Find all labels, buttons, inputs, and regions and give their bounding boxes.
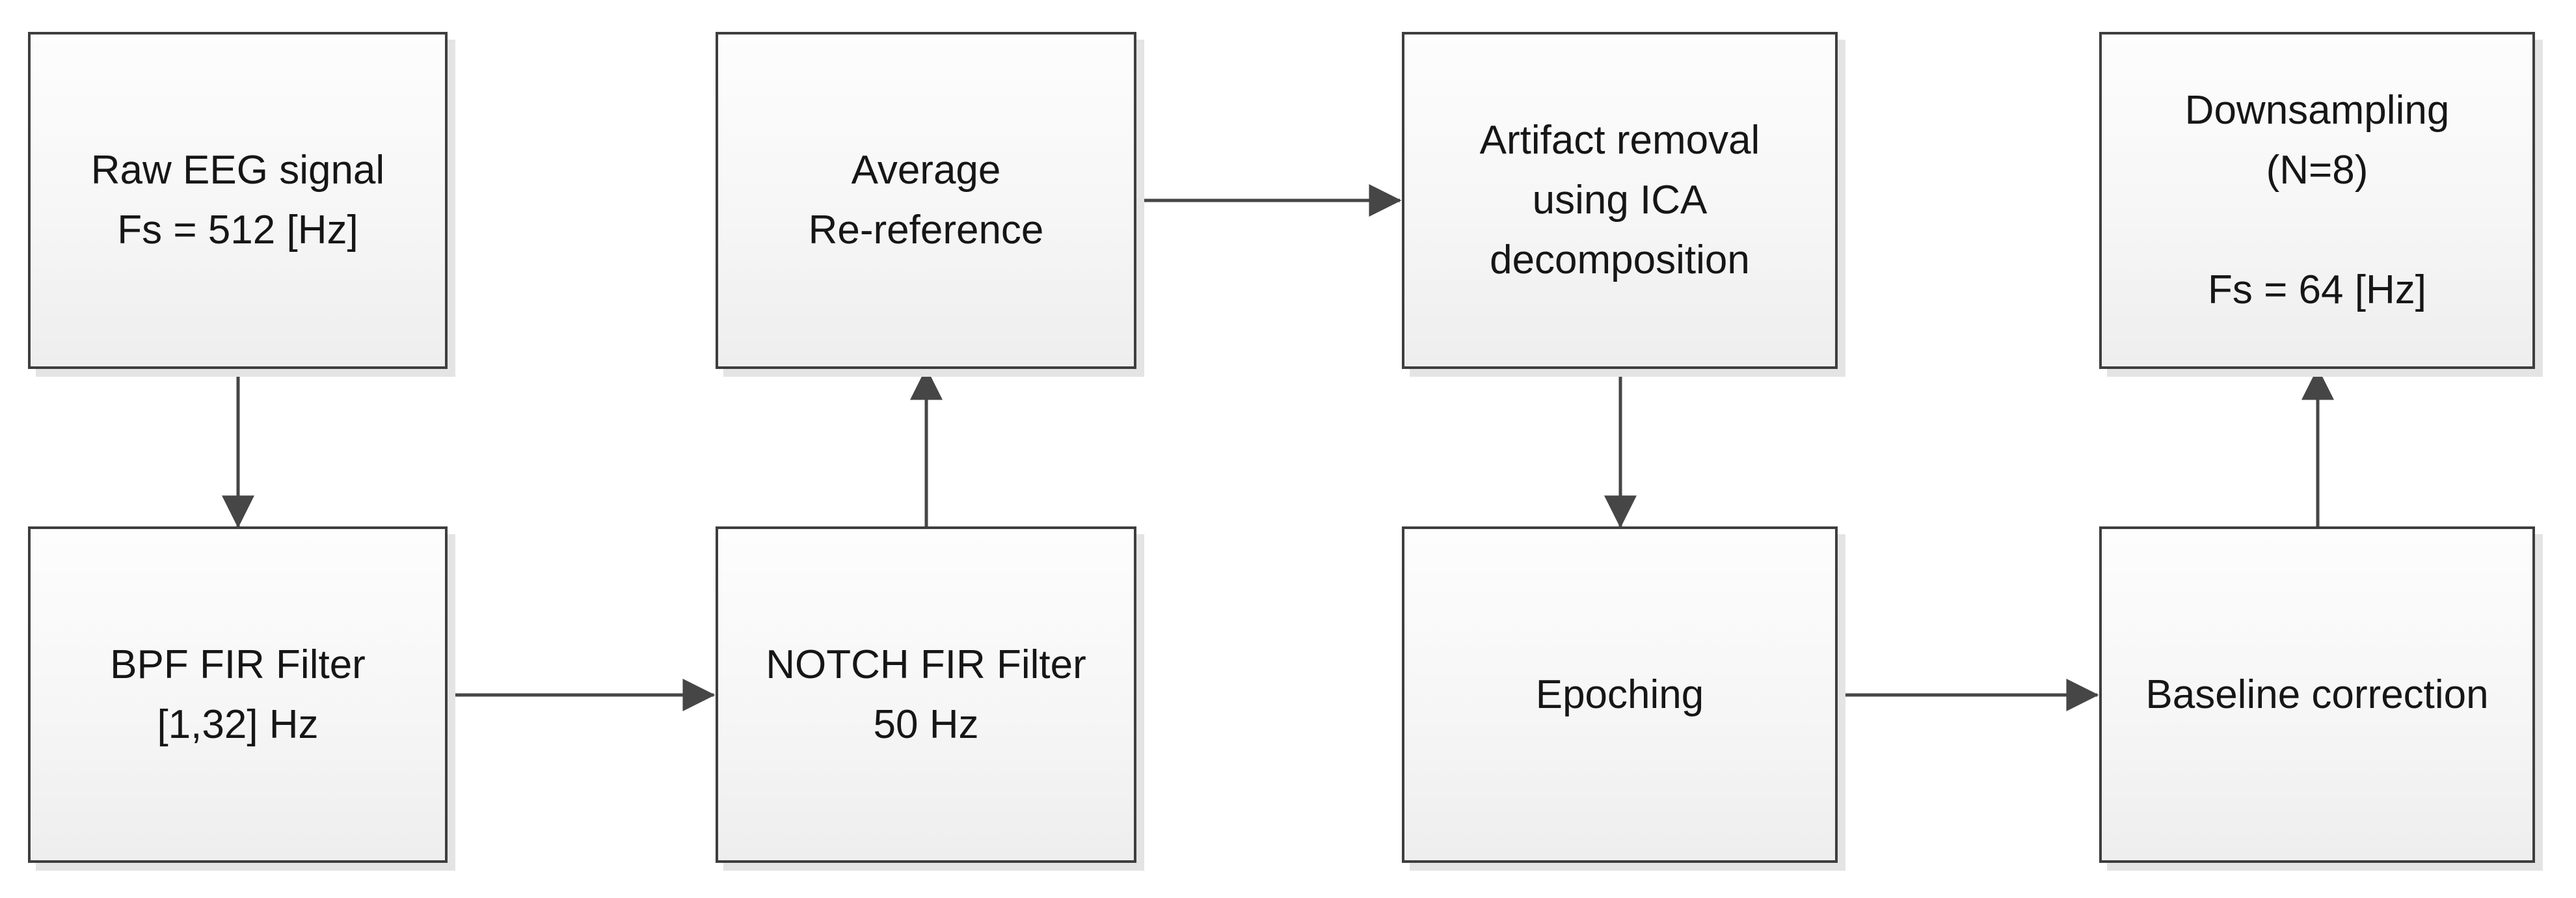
node-label-line: NOTCH FIR Filter	[766, 642, 1086, 687]
node-label-line: 50 Hz	[873, 701, 979, 747]
node-label-line: Raw EEG signal	[90, 148, 385, 193]
node-label-line: [1,32] Hz	[157, 701, 319, 747]
node-downsampling: Downsampling (N=8) Fs = 64 [Hz]	[2099, 32, 2535, 369]
node-label-line: Artifact removal	[1479, 118, 1760, 163]
node-label-line: BPF FIR Filter	[110, 642, 366, 687]
node-artifact-removal-ica: Artifact removal using ICA decomposition	[1402, 32, 1838, 369]
node-epoching: Epoching	[1402, 526, 1838, 863]
node-label-line: (N=8)	[2266, 148, 2368, 193]
node-label-line: Downsampling	[2184, 88, 2450, 133]
node-notch-fir-filter: NOTCH FIR Filter 50 Hz	[716, 526, 1136, 863]
node-label-line: using ICA	[1532, 178, 1708, 223]
node-raw-eeg-signal: Raw EEG signal Fs = 512 [Hz]	[28, 32, 448, 369]
node-label-line: Re-reference	[808, 208, 1044, 252]
node-average-rereference: Average Re-reference	[716, 32, 1136, 369]
node-label-line: Fs = 64 [Hz]	[2208, 267, 2426, 312]
node-label-line: decomposition	[1490, 238, 1750, 282]
node-label-line: Average	[851, 148, 1001, 193]
node-baseline-correction: Baseline correction	[2099, 526, 2535, 863]
node-label-line: Baseline correction	[2145, 672, 2489, 717]
node-label-line: Fs = 512 [Hz]	[117, 208, 358, 252]
node-bpf-fir-filter: BPF FIR Filter [1,32] Hz	[28, 526, 448, 863]
node-label-line: Epoching	[1535, 672, 1704, 717]
